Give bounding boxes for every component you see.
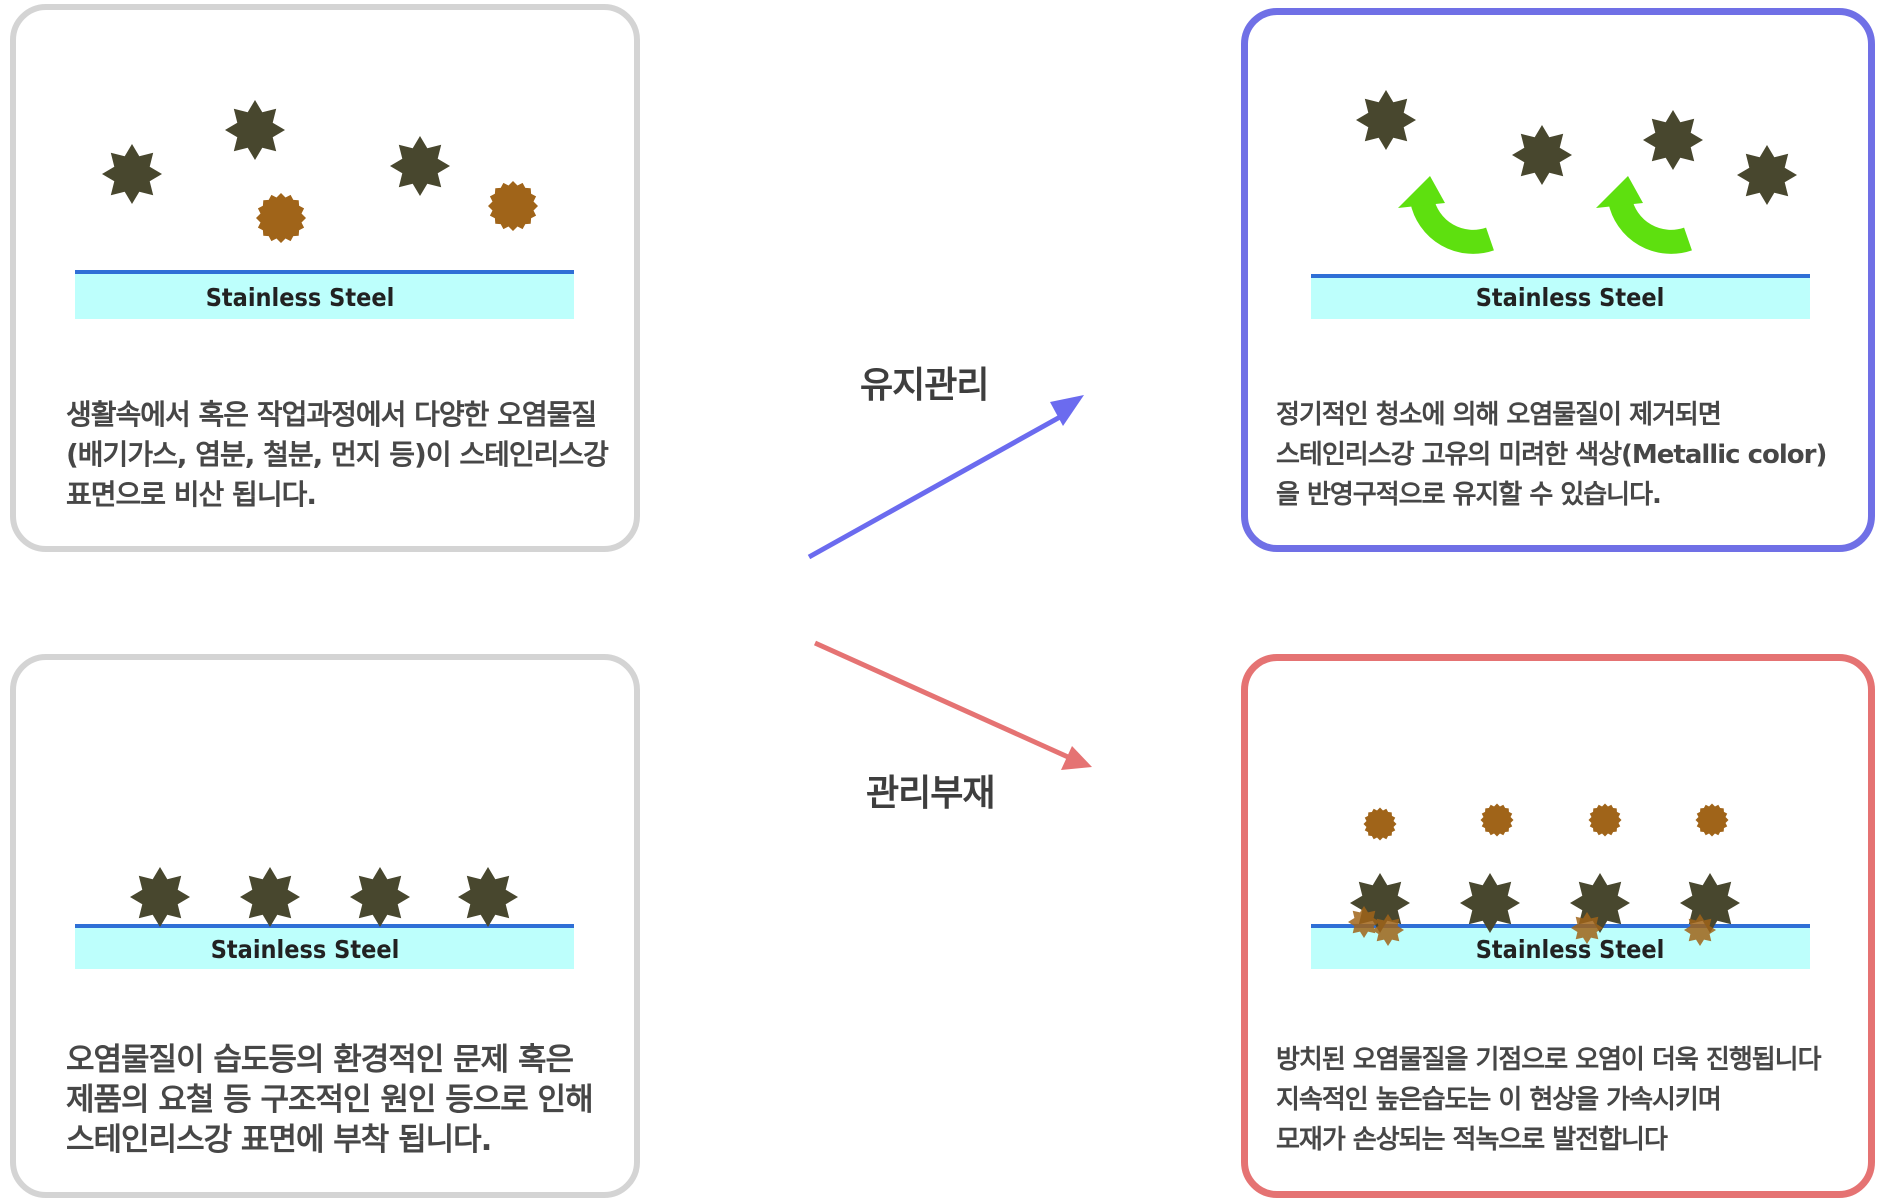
description-line: 제품의 요철 등 구조적인 원인 등으로 인해 [66,1082,594,1118]
star-icon [225,100,285,160]
cleaning-arrow-icon [1398,176,1494,254]
particle-icon [1363,807,1397,841]
neglect-arrow [813,640,1092,770]
maintain-arrow [807,395,1084,560]
steel-label: Stainless Steel [1476,935,1665,964]
description-line: 생활속에서 혹은 작업과정에서 다양한 오염물질 [66,398,597,431]
steel-label: Stainless Steel [206,283,395,312]
description-line: 표면으로 비산 됩니다. [66,478,317,511]
neglected-description: 방치된 오염물질을 기점으로 오염이 더욱 진행됩니다 지속적인 높은습도는 이… [1276,1040,1821,1160]
cleaning-arrow-icon [1596,176,1692,254]
star-icon [1460,873,1520,933]
description-line: 스테인리스강 표면에 부착 됩니다. [66,1122,492,1158]
star-icon [1512,125,1572,185]
particle-icon [1588,803,1622,837]
particle-icon [1480,803,1514,837]
before-contaminants [102,100,538,243]
neglect-label: 관리부재 [866,773,995,814]
rust-icon [1684,914,1716,946]
description-line: 스테인리스강 고유의 미려한 색상(Metallic color) [1276,440,1827,470]
description-line: 방치된 오염물질을 기점으로 오염이 더욱 진행됩니다 [1276,1045,1821,1075]
attached-description: 오염물질이 습도등의 환경적인 문제 혹은 제품의 요철 등 구조적인 원인 등… [66,1040,594,1160]
maintained-steel-plate: Stainless Steel [1311,274,1810,319]
rust-icon [1348,906,1380,938]
maintained-description: 정기적인 청소에 의해 오염물질이 제거되면 스테인리스강 고유의 미려한 색상… [1276,395,1827,515]
description-line: 정기적인 청소에 의해 오염물질이 제거되면 [1276,400,1722,430]
star-icon [240,867,300,927]
star-icon [350,867,410,927]
steel-label: Stainless Steel [211,935,400,964]
maintain-label: 유지관리 [860,365,989,406]
star-icon [102,144,162,204]
particle-icon [256,193,306,243]
attached-steel-plate: Stainless Steel [75,924,574,969]
description-line: 오염물질이 습도등의 환경적인 문제 혹은 [66,1042,574,1078]
before-description: 생활속에서 혹은 작업과정에서 다양한 오염물질 (배기가스, 염분, 철분, … [66,395,609,515]
star-icon [130,867,190,927]
neglected-particles [1363,803,1729,841]
steel-label: Stainless Steel [1476,283,1665,312]
description-line: 모재가 손상되는 적녹으로 발전합니다 [1276,1125,1668,1155]
description-line: 지속적인 높은습도는 이 현상을 가속시키며 [1276,1085,1722,1115]
star-icon [1737,145,1797,205]
star-icon [1356,90,1416,150]
particle-icon [1695,803,1729,837]
star-icon [390,136,450,196]
particle-icon [488,181,538,231]
description-line: (배기가스, 염분, 철분, 먼지 등)이 스테인리스강 [66,438,609,471]
before-steel-plate: Stainless Steel [75,270,574,319]
description-line: 을 반영구적으로 유지할 수 있습니다. [1276,480,1662,510]
rust-icon [1372,914,1404,946]
star-icon [1643,110,1703,170]
attached-contaminants [130,867,518,927]
star-icon [458,867,518,927]
